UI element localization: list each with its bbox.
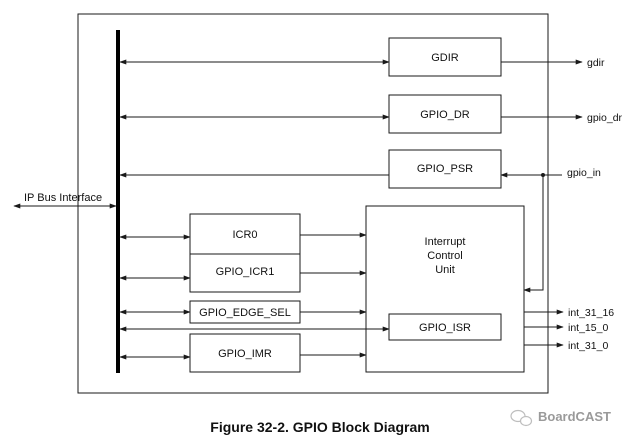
icr0-label: ICR0 (232, 229, 257, 241)
gpio-isr-register (388, 313, 502, 341)
int-31-16-signal: int_31_16 (568, 307, 614, 319)
gpio-dr-label: GPIO_DR (420, 109, 470, 121)
gdir-label: GDIR (431, 52, 459, 64)
gdir-register (388, 37, 502, 77)
icr0-register (189, 213, 301, 255)
wechat-icon (510, 409, 533, 427)
gpio-psr-label: GPIO_PSR (417, 163, 473, 175)
gpio-dr-signal: gpio_dr (587, 112, 623, 124)
interrupt-unit-line-2: Control (427, 250, 462, 262)
watermark-label: BoardCAST (538, 409, 611, 424)
int-15-0-signal: int_15_0 (568, 322, 608, 334)
interrupt-control-unit (365, 205, 525, 373)
ip-bus-bar (116, 30, 120, 373)
gdir-signal: gdir (587, 57, 605, 69)
gpio-in-signal: gpio_in (567, 167, 601, 179)
gpio-imr-label: GPIO_IMR (218, 348, 272, 360)
gpio-in-to-interrupt-arrow (523, 175, 544, 293)
gpio-dr-register (388, 94, 502, 134)
gpio-edge-sel-label: GPIO_EDGE_SEL (199, 307, 291, 319)
gpio-icr1-label: GPIO_ICR1 (216, 266, 275, 278)
int-31-0-signal: int_31_0 (568, 340, 608, 352)
figure-caption: Figure 32-2. GPIO Block Diagram (210, 419, 429, 435)
interrupt-unit-line-3: Unit (435, 264, 455, 276)
interrupt-unit-line-1: Interrupt (425, 236, 466, 248)
gpio-isr-label: GPIO_ISR (419, 322, 471, 334)
gpio-imr-register (189, 333, 301, 373)
gpio-icr1-register (189, 253, 301, 293)
ip-bus-interface-label: IP Bus Interface (24, 192, 102, 204)
gpio-psr-register (388, 149, 502, 189)
